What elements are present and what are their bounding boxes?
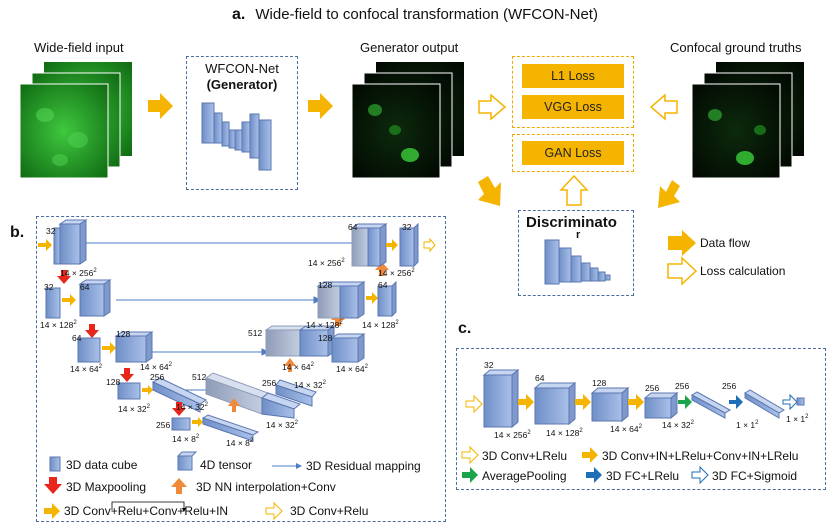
widefield-input-stack: [19, 62, 132, 179]
gan-loss: GAN Loss: [522, 141, 624, 165]
discriminator-label-r: r: [576, 229, 581, 241]
discriminator-box: [518, 210, 634, 296]
disc-ch-2: 128: [592, 378, 607, 388]
widefield-input-label: Wide-field input: [34, 40, 124, 55]
disc-ch-0: 32: [484, 360, 494, 370]
dim-32-c: 14 × 322: [266, 420, 298, 430]
dim-32-b: 14 × 322: [176, 402, 208, 412]
dim-8-b: 14 × 82: [226, 438, 254, 448]
ch-32-c: 32: [402, 222, 412, 232]
generator-label-line1: WFCON-Net: [205, 61, 279, 76]
legend-conv-block: 3D Conv+Relu+Conv+Relu+IN: [64, 504, 229, 518]
legend-fc-sigmoid: 3D FC+Sigmoid: [712, 469, 798, 483]
panel-b-letter: b.: [10, 224, 25, 241]
ch-128-a: 128: [116, 329, 131, 339]
dim-64-b: 14 × 642: [140, 362, 172, 372]
generator-label-line2: (Generator): [206, 77, 278, 92]
ch-32-a: 32: [46, 226, 56, 236]
reconstruction-loss-box: [512, 56, 634, 128]
disc-dim-1: 14 × 1282: [546, 428, 583, 438]
l1-loss: L1 Loss: [522, 64, 624, 88]
ch-512-a: 512: [192, 372, 207, 382]
dim-8-a: 14 × 82: [172, 434, 200, 444]
generator-output-label: Generator output: [360, 40, 459, 55]
legend-data-cube: 3D data cube: [66, 458, 138, 472]
generator-output-stack: [351, 62, 464, 179]
discriminator-label: Discriminato: [526, 214, 617, 231]
dim-32-a: 14 × 322: [118, 404, 150, 414]
disc-dim-3: 14 × 322: [662, 420, 694, 430]
unet-legend-icons: [44, 451, 302, 521]
legend-residual: 3D Residual mapping: [306, 459, 421, 473]
legend-fc-lrelu: 3D FC+LRelu: [606, 469, 680, 483]
dim-128-b: 14 × 1282: [306, 320, 343, 330]
discriminator-architecture: [465, 368, 805, 429]
dim-64-c: 14 × 642: [282, 362, 314, 372]
confocal-gt-stack: [691, 62, 804, 179]
ch-128-b: 128: [106, 377, 121, 387]
legend-4d-tensor: 4D tensor: [200, 458, 253, 472]
unet-diagram: [38, 219, 436, 442]
generator-box: [186, 56, 298, 190]
legend-loss-arrow: [667, 256, 698, 286]
generator-unet-icon: [201, 102, 272, 171]
dim-64-d: 14 × 642: [336, 364, 368, 374]
legend-conv-in-lrelu: 3D Conv+IN+LRelu+Conv+IN+LRelu: [602, 449, 799, 463]
legend-maxpool: 3D Maxpooling: [66, 480, 147, 494]
discriminator-icon: [544, 239, 611, 285]
ch-32-b: 32: [44, 282, 54, 292]
title-text: Wide-field to confocal transformation (W…: [255, 6, 598, 23]
dim-256-a: 14 × 2562: [60, 268, 97, 278]
dim-128-a: 14 × 1282: [40, 320, 77, 330]
legend-loss-calc-label: Loss calculation: [700, 264, 786, 278]
ch-256-a: 256: [150, 372, 165, 382]
disc-ch-3: 256: [645, 383, 660, 393]
panel-c-letter: c.: [458, 320, 472, 337]
legend-conv-relu: 3D Conv+Relu: [290, 504, 369, 518]
discriminator-panel-box: [456, 348, 826, 490]
legend-data-flow-arrow: [668, 230, 696, 256]
figure-title: a. Wide-field to confocal transformation …: [0, 6, 830, 24]
ch-64-b: 64: [72, 333, 82, 343]
panel-a-letter: a.: [232, 6, 246, 23]
disc-dim-5: 1 × 12: [786, 414, 809, 424]
dim-256-c: 14 × 2562: [378, 268, 415, 278]
dim-32-d: 14 × 322: [294, 380, 326, 390]
disc-ch-1: 64: [535, 373, 545, 383]
gan-loss-box: [512, 134, 634, 172]
ch-512-b: 512: [248, 328, 263, 338]
ch-256-c: 256: [262, 378, 277, 388]
vgg-loss: VGG Loss: [522, 95, 624, 119]
dim-256-b: 14 × 2562: [308, 258, 345, 268]
ch-128-d: 128: [318, 280, 333, 290]
ch-64-a: 64: [80, 282, 90, 292]
ch-64-d: 64: [348, 222, 358, 232]
disc-dim-2: 14 × 642: [610, 424, 642, 434]
disc-ch-4: 256: [675, 381, 690, 391]
data-flow-arrows: [148, 93, 680, 208]
legend-conv-lrelu: 3D Conv+LRelu: [482, 449, 568, 463]
ch-256-b: 256: [156, 420, 171, 430]
unet-panel-box: [36, 216, 446, 522]
disc-legend-icons: [461, 445, 709, 485]
loss-arrows: [478, 93, 678, 206]
dim-128-c: 14 × 1282: [362, 320, 399, 330]
disc-dim-4: 1 × 12: [736, 420, 759, 430]
confocal-gt-label: Confocal ground truths: [670, 40, 802, 55]
ch-64-c: 64: [378, 280, 388, 290]
legend-nn-interp: 3D NN interpolation+Conv: [196, 480, 336, 494]
disc-dim-0: 14 × 2562: [494, 430, 531, 440]
legend-data-flow-label: Data flow: [700, 236, 751, 250]
ch-128-c: 128: [318, 333, 333, 343]
disc-ch-5: 256: [722, 381, 737, 391]
dim-64-a: 14 × 642: [70, 364, 102, 374]
legend-avgpool: AveragePooling: [482, 469, 567, 483]
